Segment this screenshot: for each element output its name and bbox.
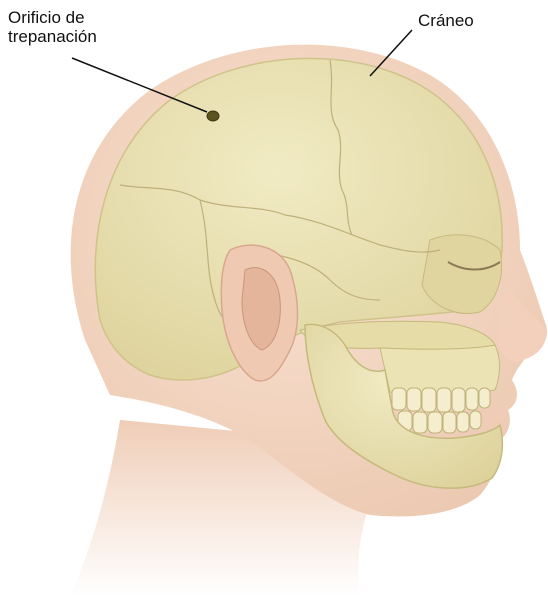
orbit [422, 235, 502, 314]
burr-hole-label-line1: Orificio de [8, 8, 168, 27]
skull-label: Cráneo [418, 11, 474, 30]
burr-hole-label-line2: trepanación [8, 27, 168, 46]
maxilla [380, 345, 500, 394]
lower-teeth [398, 411, 481, 433]
burr-hole [207, 111, 219, 121]
burr-hole-label: Orificio de trepanación [8, 8, 168, 46]
